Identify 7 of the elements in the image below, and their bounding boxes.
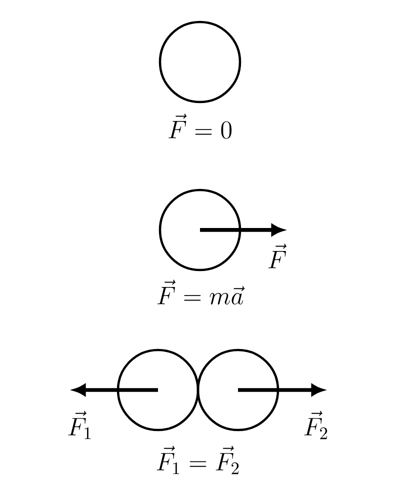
circle-shape bbox=[158, 20, 242, 104]
formula-label: $\vec{F} = m\vec{a}$ bbox=[157, 280, 245, 304]
circle-shape bbox=[196, 348, 280, 432]
formula-label: $\vec{F} = 0$ bbox=[168, 114, 232, 139]
circle-shape bbox=[116, 348, 200, 432]
force-label: $\vec{F}_1 = \vec{F}_2$ bbox=[156, 446, 239, 474]
circle-shape bbox=[158, 188, 242, 272]
